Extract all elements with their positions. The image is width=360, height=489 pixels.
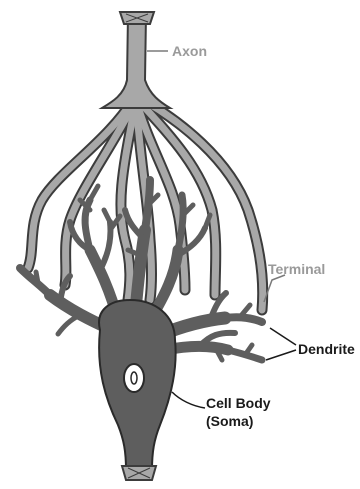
dendrite-label: Dendrite <box>298 341 355 357</box>
axon-label: Axon <box>172 43 207 59</box>
cell-body-label: Cell Body <box>206 395 271 411</box>
cell-body-leader-line <box>172 392 205 408</box>
dendrite-leader-line-upper <box>270 328 296 345</box>
axon-trunk <box>102 12 170 108</box>
soma-label: (Soma) <box>206 413 253 429</box>
terminal-label: Terminal <box>268 261 325 277</box>
dendrite-leader-line-lower <box>266 350 296 360</box>
nucleolus <box>131 372 137 384</box>
cell-body <box>99 300 176 480</box>
